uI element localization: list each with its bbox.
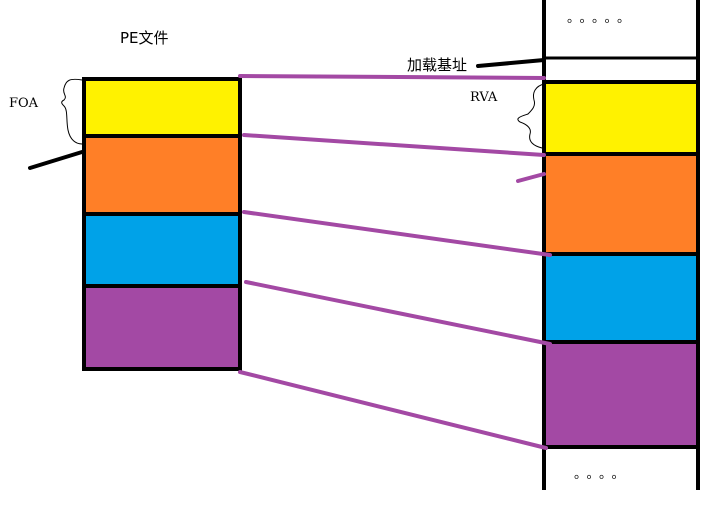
pe-section-orange	[84, 136, 240, 214]
top-ellipsis: 。。。。。	[567, 11, 637, 26]
mapping-connectors	[238, 74, 552, 450]
foa-label: FOA	[9, 96, 39, 111]
load-base-pointer-line	[476, 58, 546, 68]
foa-pointer-line	[28, 150, 84, 170]
pe-file-outline	[82, 77, 242, 371]
bottom-ellipsis: 。。。。	[574, 467, 631, 482]
connector-line	[516, 172, 546, 183]
connector-line	[238, 74, 546, 80]
connector-line	[242, 210, 552, 257]
rva-brace	[517, 83, 545, 149]
load-base-label: 加载基址	[407, 56, 468, 74]
rva-label: RVA	[470, 90, 498, 105]
foa-brace	[61, 78, 83, 145]
pe-section-purple	[84, 286, 240, 369]
pe-section-blue	[84, 214, 240, 286]
pe-file-block	[82, 77, 242, 371]
pe-file-label: PE文件	[120, 29, 169, 47]
memory-image-block	[542, 0, 700, 490]
mem-section-purple	[544, 342, 698, 447]
connector-line	[238, 370, 548, 450]
connector-line	[244, 280, 552, 346]
connector-line	[242, 133, 546, 157]
mem-section-blue	[544, 254, 698, 342]
mem-section-yellow	[544, 84, 698, 154]
pe-section-yellow	[84, 79, 240, 136]
mem-section-orange	[544, 154, 698, 254]
